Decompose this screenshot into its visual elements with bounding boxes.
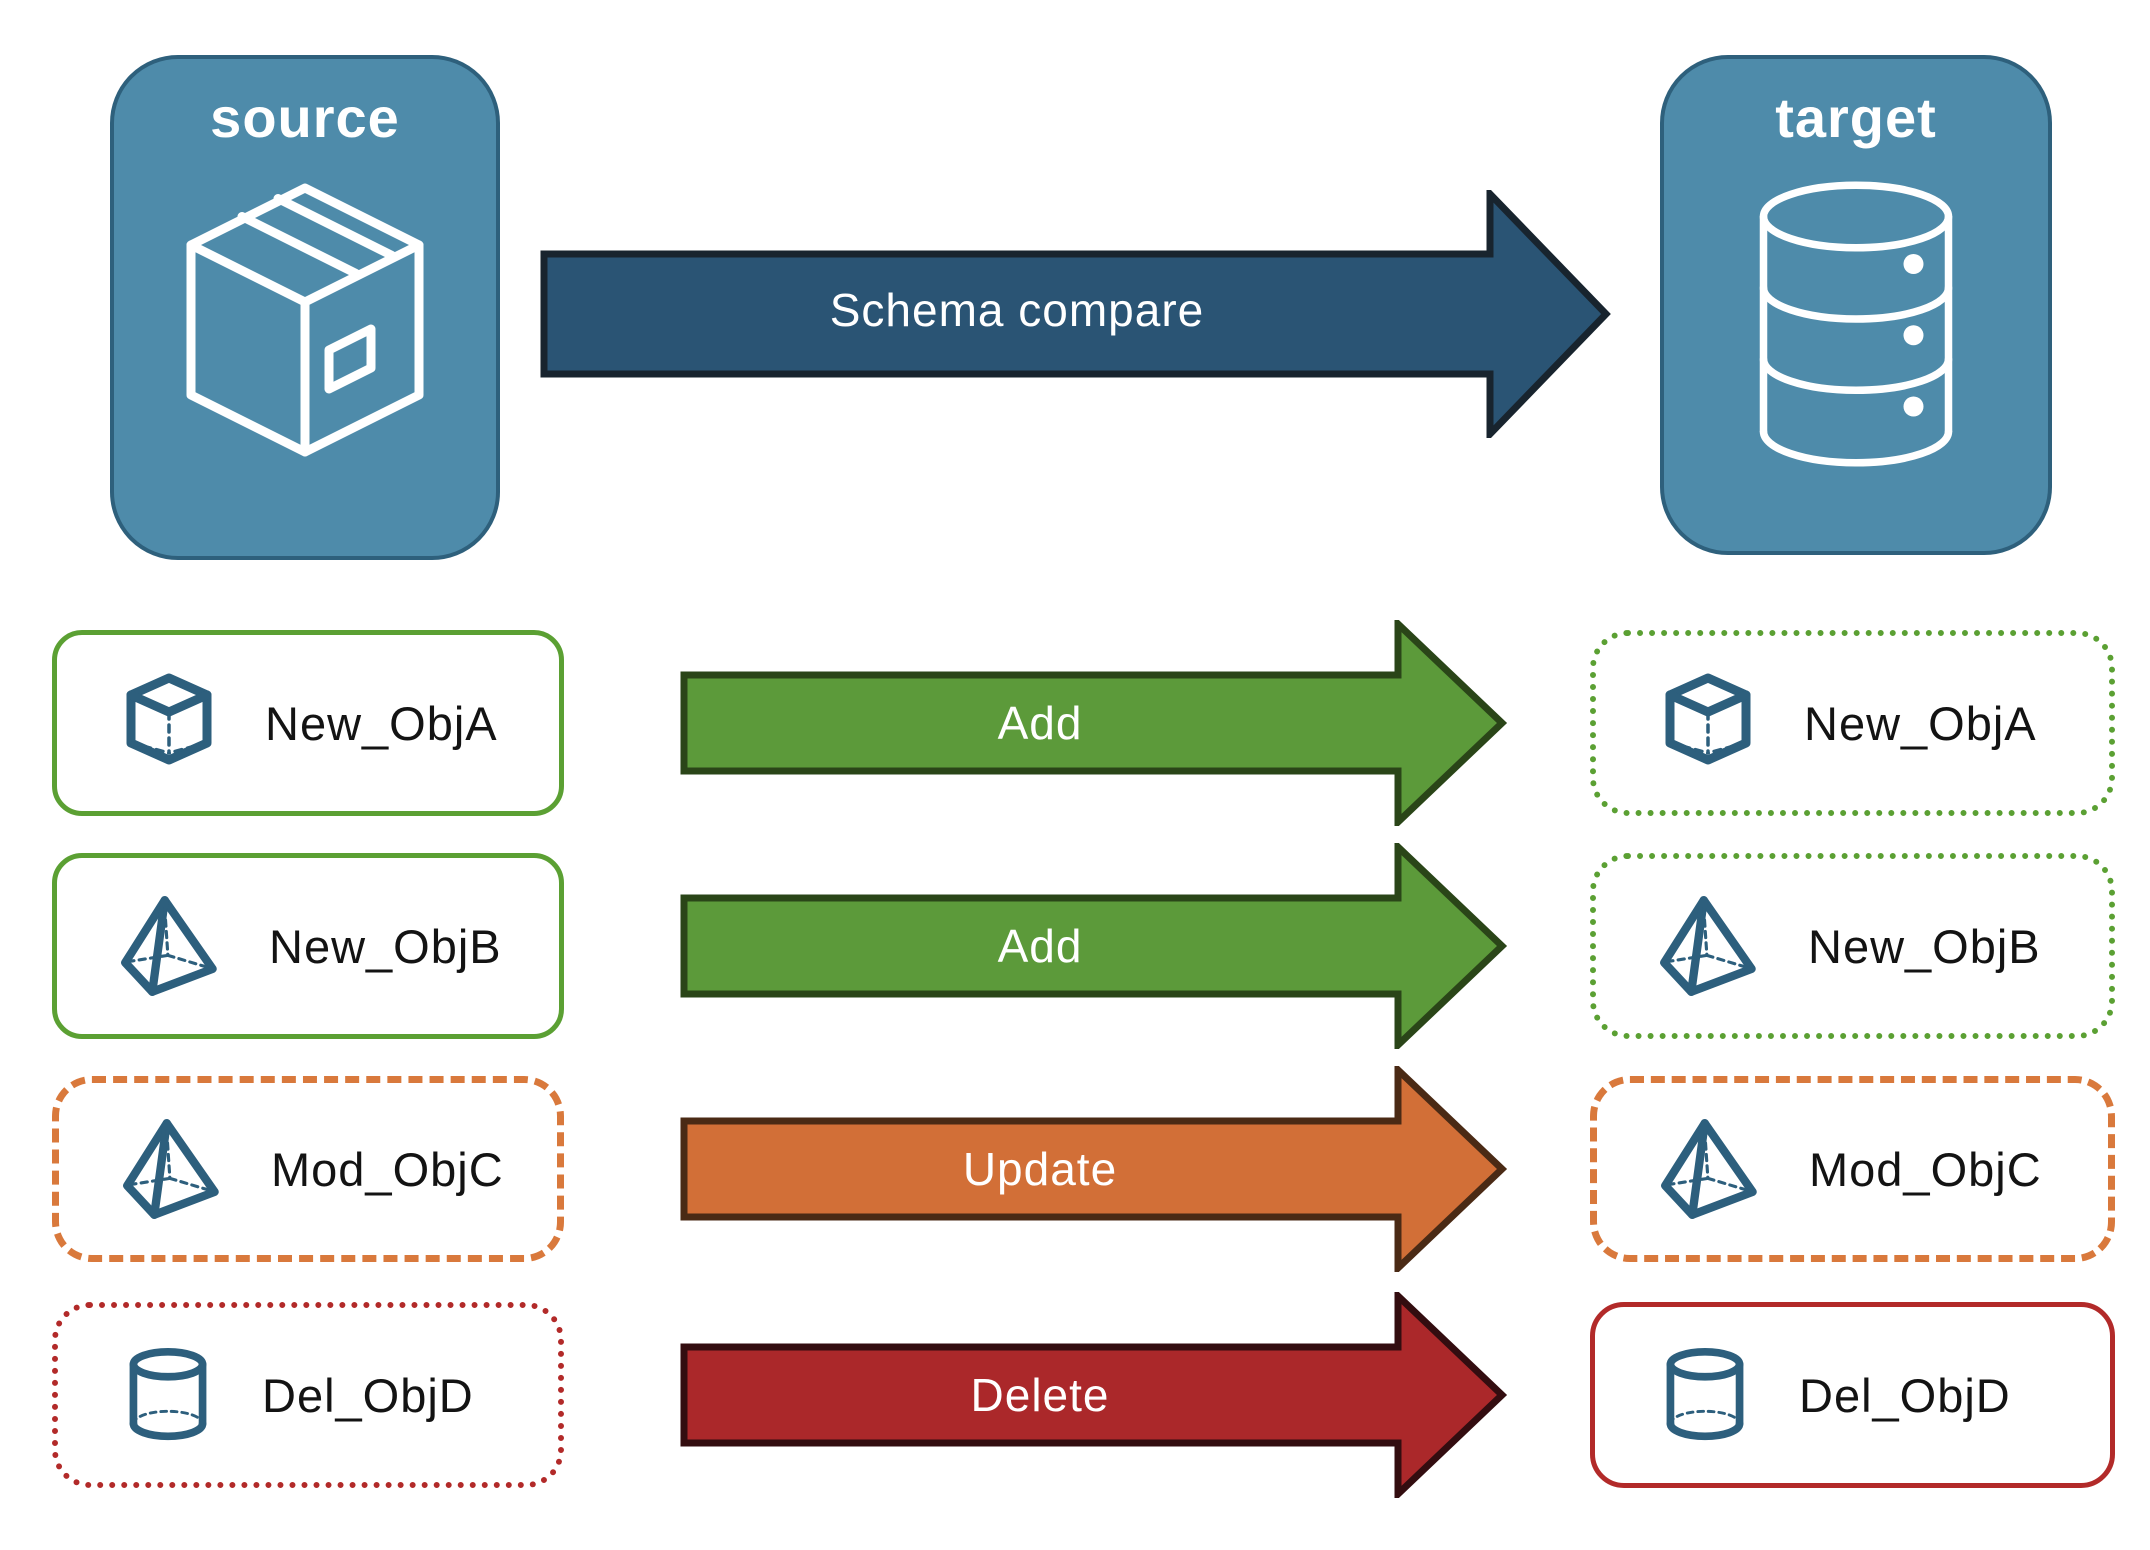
- cylinder-icon: [129, 1347, 207, 1441]
- cylinder-icon: [1666, 1347, 1744, 1441]
- object-name-label: Del_ObjD: [262, 1368, 474, 1422]
- source-node: source: [110, 55, 500, 560]
- target-object-box-new-objb: New_ObjB: [1590, 853, 2115, 1039]
- target-object-box-del-objd: Del_ObjD: [1590, 1302, 2115, 1488]
- package-icon: [186, 183, 424, 457]
- object-name-label: New_ObjA: [1804, 696, 2037, 750]
- pyramid-icon: [121, 896, 217, 996]
- target-object-box-new-obja: New_ObjA: [1590, 630, 2115, 816]
- target-object-box-mod-objc: Mod_ObjC: [1590, 1076, 2115, 1262]
- cube-icon: [1665, 673, 1751, 765]
- add-arrow-shape: [680, 620, 1508, 826]
- source-object-box-mod-objc: Mod_ObjC: [52, 1076, 564, 1262]
- schema-compare-arrow-shape: [540, 190, 1611, 438]
- object-name-label: New_ObjA: [265, 696, 498, 750]
- object-name-label: Mod_ObjC: [271, 1142, 504, 1196]
- source-object-box-del-objd: Del_ObjD: [52, 1302, 564, 1488]
- arrow-action-label-row2: Add: [997, 920, 1083, 972]
- add-arrow-shape: [680, 843, 1508, 1049]
- arrow-action-label-row1: Add: [997, 697, 1083, 749]
- source-node-label: source: [210, 86, 400, 149]
- target-node: target: [1660, 55, 2052, 555]
- object-name-label: Mod_ObjC: [1809, 1142, 2042, 1196]
- pyramid-icon: [123, 1119, 219, 1219]
- add-arrow-row2: [680, 843, 1508, 1049]
- arrow-action-label-row3: Update: [962, 1143, 1118, 1195]
- object-name-label: Del_ObjD: [1799, 1368, 2011, 1422]
- schema-compare-arrow: [540, 190, 1611, 438]
- delete-arrow-shape: [680, 1292, 1508, 1498]
- database-icon: [1759, 181, 1953, 467]
- object-name-label: New_ObjB: [1808, 919, 2041, 973]
- cube-icon: [126, 673, 212, 765]
- object-name-label: New_ObjB: [269, 919, 502, 973]
- schema-compare-label: Schema compare: [829, 284, 1205, 336]
- add-arrow-row1: [680, 620, 1508, 826]
- target-node-label: target: [1775, 86, 1937, 149]
- source-object-box-new-objb: New_ObjB: [52, 853, 564, 1039]
- pyramid-icon: [1661, 1119, 1757, 1219]
- pyramid-icon: [1660, 896, 1756, 996]
- update-arrow: [680, 1066, 1508, 1272]
- source-object-box-new-obja: New_ObjA: [52, 630, 564, 816]
- arrow-action-label-row4: Delete: [970, 1369, 1110, 1421]
- delete-arrow: [680, 1292, 1508, 1498]
- update-arrow-shape: [680, 1066, 1508, 1272]
